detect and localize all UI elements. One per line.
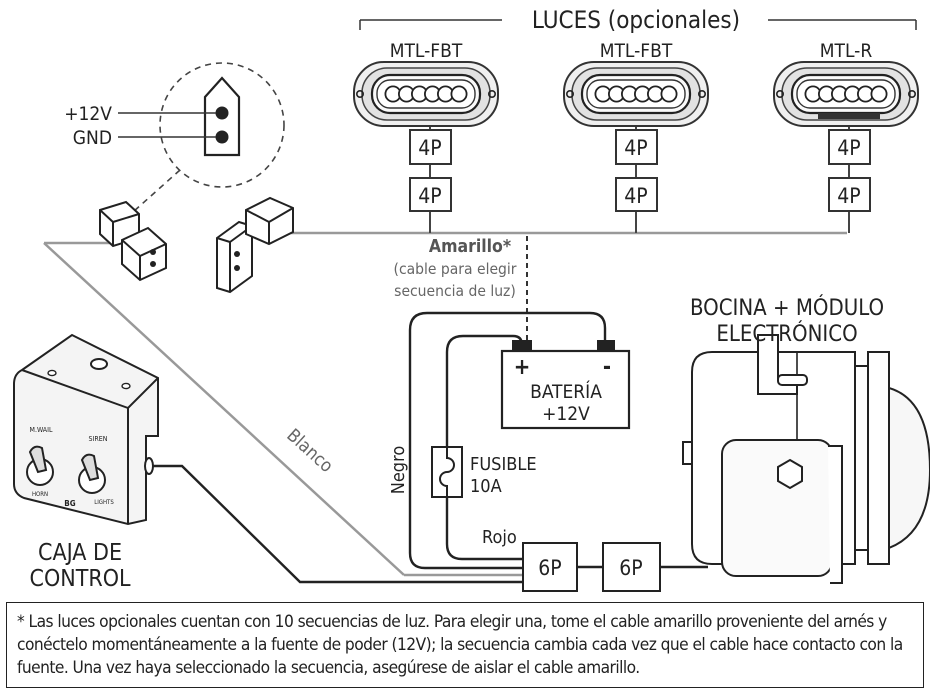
brand-logo: BG — [64, 499, 75, 508]
plus-12v-label: +12V — [64, 103, 112, 125]
light-3-bracket — [818, 113, 880, 119]
plug-connector-female — [99, 200, 167, 282]
svg-text:4P: 4P — [837, 184, 860, 208]
svg-text:+: + — [514, 355, 531, 380]
light-3-label: MTL-R — [820, 40, 873, 62]
fuse-label: FUSIBLE — [470, 454, 537, 475]
fuse: FUSIBLE 10A — [431, 446, 537, 498]
battery: + - BATERÍA +12V — [500, 340, 631, 430]
footnote: * Las luces opcionales cuentan con 10 se… — [6, 602, 924, 688]
svg-text:-: - — [603, 355, 611, 380]
battery-label: BATERÍA — [530, 380, 602, 403]
amarillo-note-2: secuencia de luz) — [394, 282, 516, 300]
rojo-label: Rojo — [482, 527, 517, 548]
horn-module — [682, 334, 930, 584]
connectors-4p: 4P 4P 4P 4P 4P 4P — [409, 129, 871, 212]
horn-label-1: BOCINA + MÓDULO — [690, 295, 884, 321]
lights-title: LUCES (opcionales) — [532, 6, 740, 34]
switch-siren-label: SIREN — [89, 435, 108, 443]
wires — [43, 113, 850, 584]
switch-mwail-label: M.WAIL — [30, 426, 53, 434]
control-box-label-2: CONTROL — [29, 566, 131, 592]
light-2-lamp — [562, 60, 710, 128]
svg-text:6P: 6P — [538, 556, 561, 580]
svg-text:4P: 4P — [418, 184, 441, 208]
svg-text:4P: 4P — [624, 136, 647, 160]
amarillo-label: Amarillo* — [429, 237, 511, 257]
light-2-label: MTL-FBT — [600, 40, 673, 62]
fuse-rating: 10A — [470, 476, 502, 497]
battery-voltage: +12V — [542, 403, 590, 425]
switch-lights-label: LIGHTS — [94, 499, 114, 506]
plug-detail: +12V GND — [64, 62, 285, 213]
svg-text:4P: 4P — [624, 184, 647, 208]
connectors-6p: 6P 6P — [522, 542, 661, 592]
lights-header: LUCES (opcionales) — [359, 6, 917, 34]
gnd-label: GND — [73, 127, 112, 149]
horn-label-2: ELECTRÓNICO — [716, 321, 857, 347]
switch-horn-label: HORN — [32, 491, 48, 498]
svg-text:6P: 6P — [619, 556, 642, 580]
svg-text:4P: 4P — [837, 136, 860, 160]
light-1-label: MTL-FBT — [390, 40, 463, 62]
control-box: M.WAIL SIREN HORN LIGHTS BG — [13, 333, 159, 526]
light-1-lamp — [352, 60, 500, 128]
negro-label: Negro — [388, 446, 409, 495]
amarillo-note-1: (cable para elegir — [394, 260, 517, 278]
svg-text:4P: 4P — [418, 136, 441, 160]
plug-connector-male — [216, 196, 294, 294]
control-box-label-1: CAJA DE — [38, 540, 122, 566]
